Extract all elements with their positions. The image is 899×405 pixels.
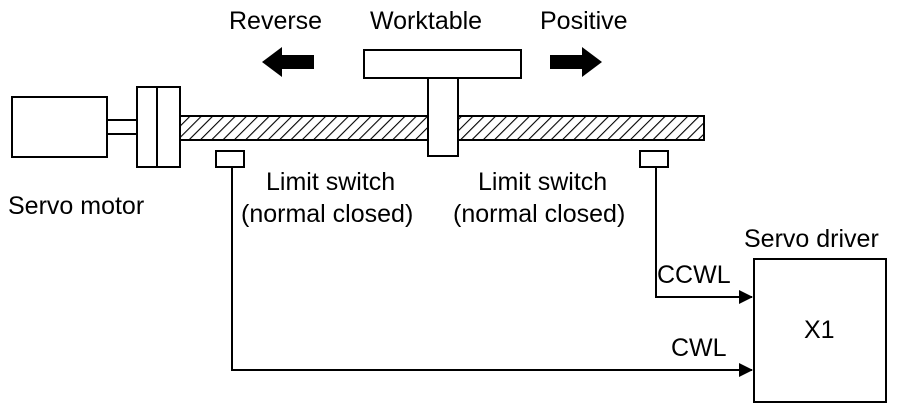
servo-driver-box bbox=[753, 258, 887, 403]
reverse-label: Reverse bbox=[229, 7, 322, 35]
ccwl-label: CCWL bbox=[657, 261, 731, 289]
limit-switch-left-label-line1: Limit switch bbox=[266, 168, 395, 196]
positive-arrow-icon bbox=[550, 47, 602, 77]
limit-switch-right-label-line2: (normal closed) bbox=[453, 200, 625, 228]
servo-motor-label: Servo motor bbox=[8, 192, 144, 220]
reverse-arrow-icon bbox=[262, 47, 314, 77]
limit-switch-right bbox=[639, 150, 669, 168]
cwl-label: CWL bbox=[671, 334, 727, 362]
x1-label: X1 bbox=[804, 316, 835, 344]
worktable-label: Worktable bbox=[370, 7, 482, 35]
ccwl-wire bbox=[655, 167, 753, 304]
coupling-block-2 bbox=[156, 86, 181, 168]
servo-driver-label: Servo driver bbox=[744, 225, 879, 253]
cwl-wire bbox=[231, 167, 753, 377]
limit-switch-right-label-line1: Limit switch bbox=[478, 168, 607, 196]
motor-shaft bbox=[106, 119, 138, 135]
positive-label: Positive bbox=[540, 7, 628, 35]
servo-motor-body bbox=[11, 96, 108, 158]
worktable-stem bbox=[427, 77, 459, 157]
coupling-block-1 bbox=[136, 86, 158, 168]
limit-switch-left-label-line2: (normal closed) bbox=[241, 200, 413, 228]
worktable-top bbox=[363, 49, 522, 79]
limit-switch-left bbox=[215, 150, 245, 168]
